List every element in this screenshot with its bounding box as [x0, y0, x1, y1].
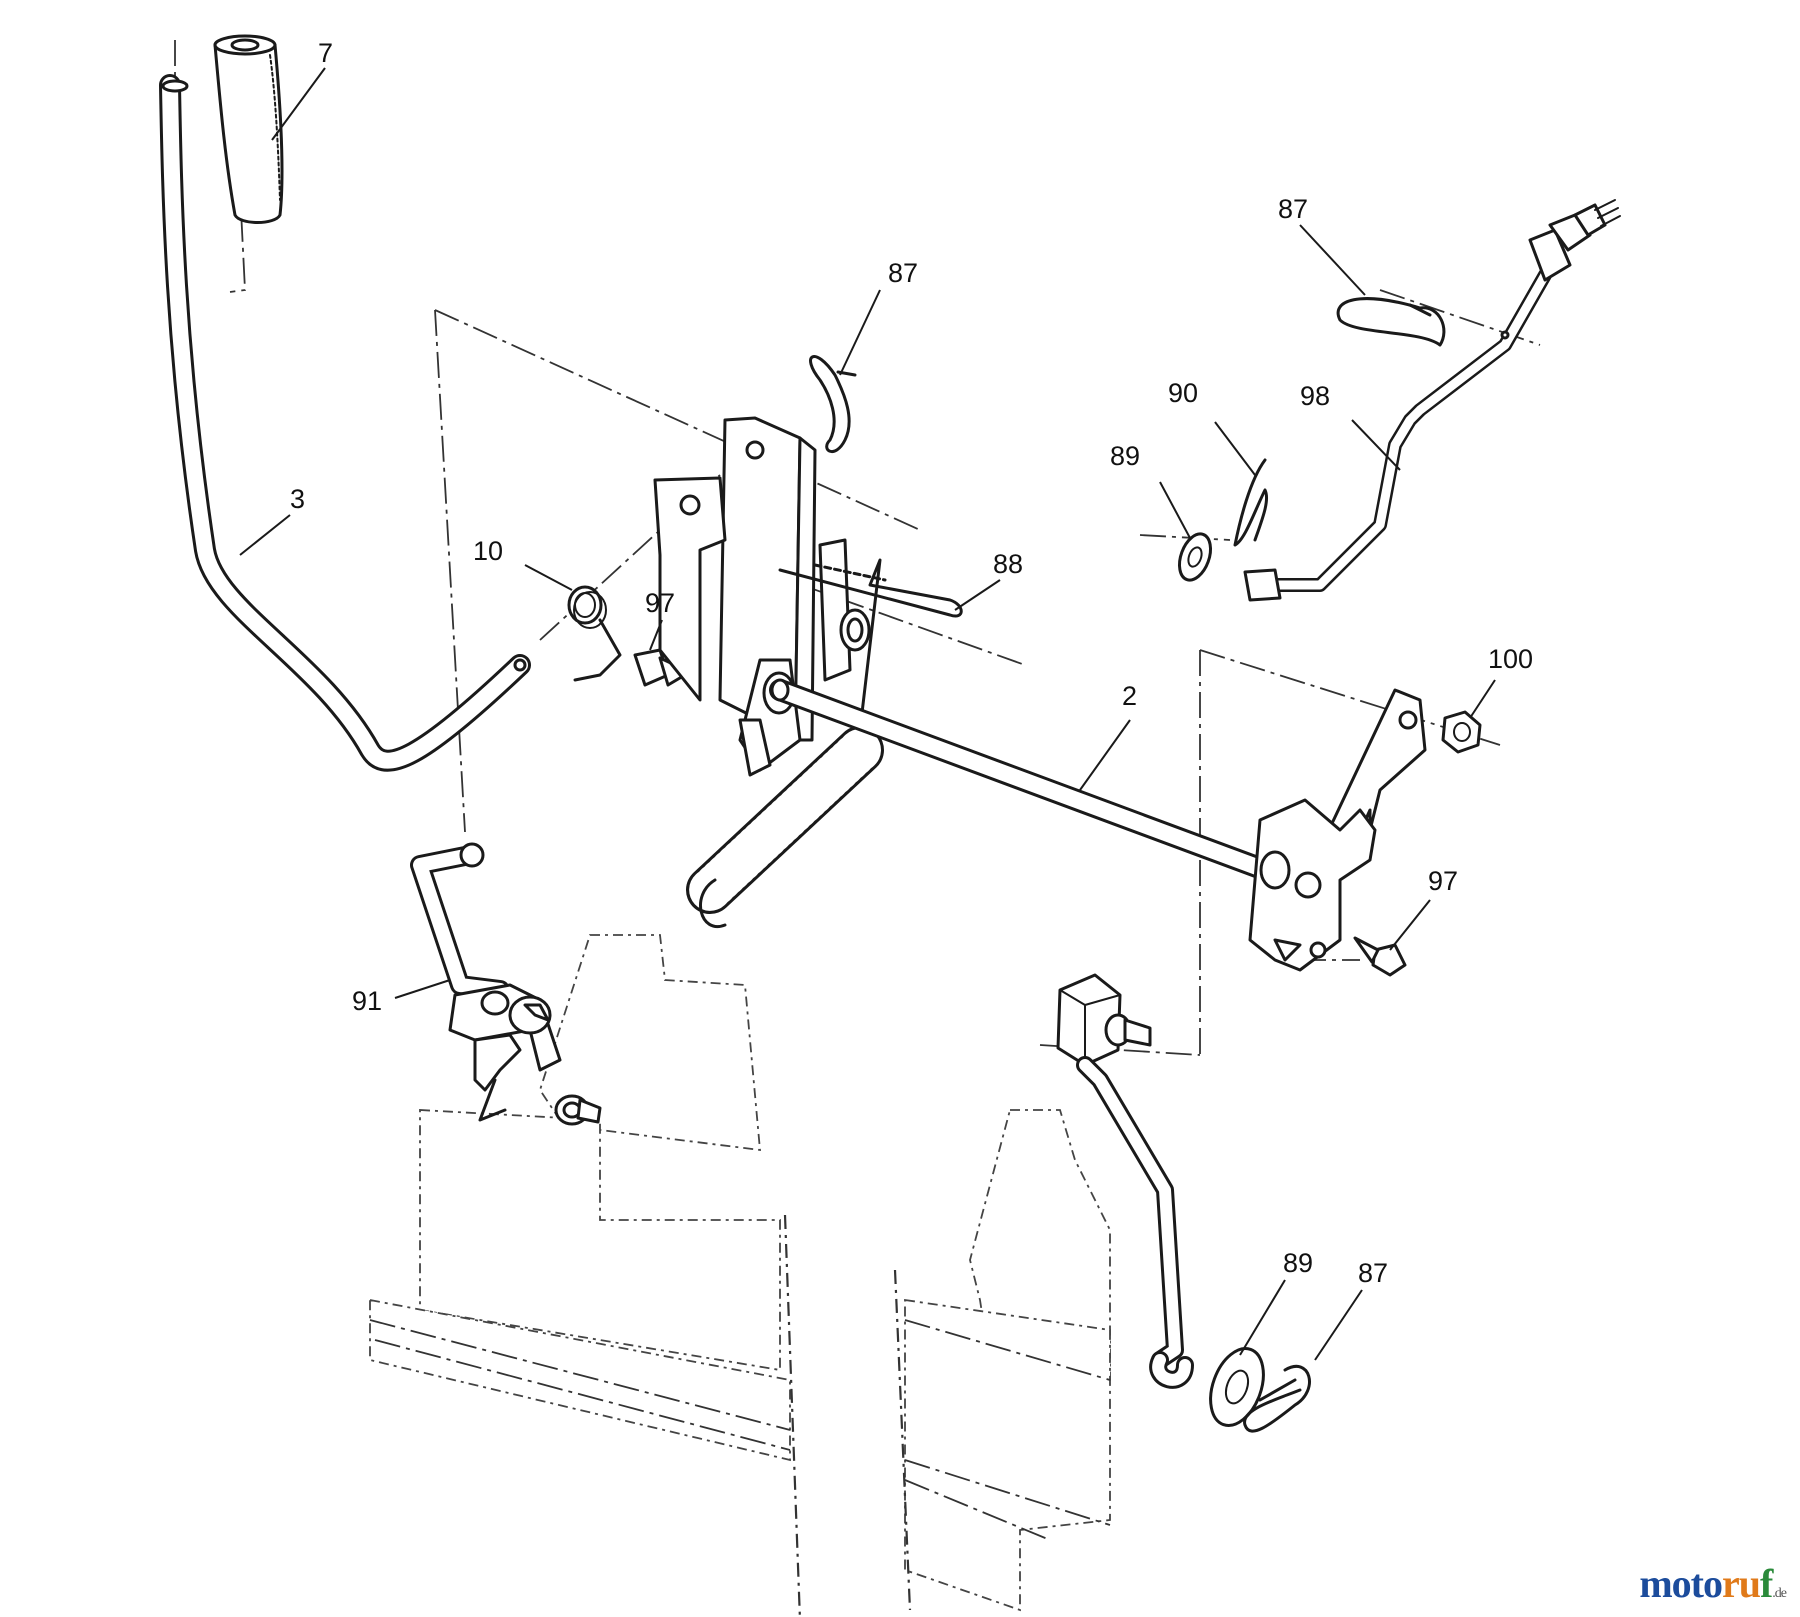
washer-top — [1177, 532, 1213, 582]
watermark-part2: ru — [1721, 1561, 1761, 1606]
bolt-left — [633, 648, 692, 687]
hairpin-clip-right — [1336, 297, 1446, 347]
label-cotter-top: 90 — [1168, 378, 1198, 408]
hairpin-clip-top — [809, 355, 857, 453]
label-hairpin-right: 87 — [1278, 194, 1308, 224]
watermark-part3: f — [1759, 1561, 1773, 1606]
callout-labels: 7 3 10 97 87 88 89 90 98 87 2 100 97 91 … — [290, 38, 1533, 1288]
handle-grip — [213, 34, 284, 224]
lift-arm-right — [1248, 688, 1427, 972]
watermark-logo: motoruf.de — [1639, 1560, 1787, 1607]
lift-link — [410, 842, 602, 1126]
lift-link-right — [1056, 973, 1194, 1389]
watermark-tld: .de — [1772, 1586, 1787, 1601]
leader-lines — [239, 67, 1496, 1361]
label-link-rod: 98 — [1300, 381, 1330, 411]
frame-plate-right — [893, 1109, 1111, 1612]
label-lift-shaft: 2 — [1122, 681, 1137, 711]
label-handle-grip: 7 — [318, 38, 333, 68]
label-spring-small: 10 — [473, 536, 503, 566]
label-nut: 100 — [1488, 644, 1533, 674]
label-bolt-left: 97 — [645, 588, 675, 618]
label-lift-lever: 3 — [290, 484, 305, 514]
extension-spring — [686, 726, 884, 929]
label-washer-top: 89 — [1110, 441, 1140, 471]
frame-plate-left — [369, 934, 801, 1617]
lift-shaft — [769, 678, 1276, 881]
label-hairpin-bottom: 87 — [1358, 1258, 1388, 1288]
washer-bottom — [1209, 1347, 1265, 1427]
label-spring-rod: 88 — [993, 549, 1023, 579]
label-lift-link: 91 — [352, 986, 382, 1016]
bolt-right — [1353, 936, 1407, 977]
label-hairpin-top: 87 — [888, 258, 918, 288]
watermark-part1: moto — [1639, 1561, 1723, 1606]
cotter-pin-top — [1233, 458, 1269, 547]
link-rod — [1243, 199, 1621, 602]
label-bolt-right: 97 — [1428, 866, 1458, 896]
label-washer-bottom: 89 — [1283, 1248, 1313, 1278]
hairpin-clip-bottom — [1243, 1364, 1311, 1433]
nut — [1441, 710, 1482, 754]
torsion-spring-small — [567, 585, 622, 682]
lift-lever — [159, 74, 531, 772]
